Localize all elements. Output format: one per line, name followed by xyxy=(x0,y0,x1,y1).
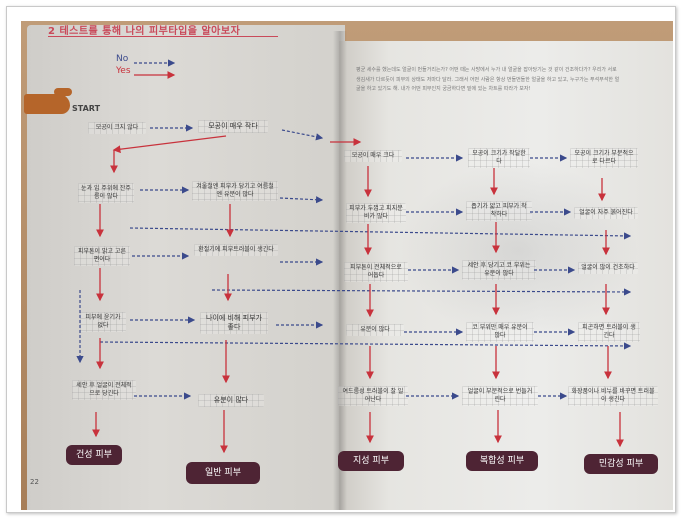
result-sensitive-skin: 민감성 피부 xyxy=(584,454,658,474)
flow-box-r5: 좁기가 얇고 피부가 착착하다 xyxy=(466,201,532,221)
result-normal-skin: 일반 피부 xyxy=(186,462,260,484)
title-underline xyxy=(48,36,278,37)
flow-box-r13: 여드름성 트러블이 잘 일어난다 xyxy=(338,386,408,406)
left-page xyxy=(27,25,345,510)
result-dry-skin: 건성 피부 xyxy=(66,445,122,465)
flow-box-r9: 얼굴이 많이 건조하다 xyxy=(578,262,638,274)
legend-yes: Yes xyxy=(116,66,131,76)
page-title: 2 테스트를 통해 나의 피부타입을 알아보자 xyxy=(48,26,241,37)
result-combination-skin: 복합성 피부 xyxy=(466,451,538,471)
flow-box-r10: 유분이 많다 xyxy=(346,324,404,336)
book-spine xyxy=(333,31,347,510)
flow-box-l9: 세안 후 얼굴이 전체적으로 당긴다 xyxy=(72,380,136,400)
flow-box-l6: 환절기에 피부트러블이 생긴다 xyxy=(194,244,278,256)
flow-box-l2: 모공이 매우 작다 xyxy=(198,120,268,133)
intro-paragraph: 평균 세수를 했는데도 얼굴이 번들거리는가? 어떤 때는 사방에서 누가 내 … xyxy=(356,67,620,92)
book-photo xyxy=(21,21,673,510)
flow-box-l10: 유분이 많다 xyxy=(198,394,264,407)
flow-box-r6: 얼굴이 자주 붉어진다 xyxy=(574,207,638,219)
flow-box-r12: 피곤하면 트러블이 생긴다 xyxy=(578,322,640,342)
flow-box-l8: 나이에 비해 피부가 좋다 xyxy=(200,312,268,334)
right-page xyxy=(339,41,673,510)
flow-box-l1: 모공이 크지 않다 xyxy=(88,122,146,134)
start-label: START xyxy=(72,104,101,113)
flow-box-r7: 피부톤이 전체적으로 어둡다 xyxy=(344,262,408,282)
flow-box-r3: 모공이 크기가 부분적으로 다르다 xyxy=(570,148,638,168)
photo-frame xyxy=(6,6,676,513)
flow-box-r2: 모공이 크기가 작달한다 xyxy=(468,148,530,168)
flow-box-r4: 피부가 두껍고 피지분비가 많다 xyxy=(346,203,406,223)
flow-box-l7: 피부에 윤기가 없다 xyxy=(80,312,126,332)
pointing-hand-icon xyxy=(24,88,72,114)
flow-box-r8: 세안 후 당기고 코 부위는 유분이 많다 xyxy=(462,260,536,280)
result-oily-skin: 지성 피부 xyxy=(338,451,404,471)
flow-box-r1: 모공이 매우 크다 xyxy=(344,150,402,162)
flow-box-r14: 얼굴이 부분적으로 번들거린다 xyxy=(462,386,538,406)
flow-box-l5: 피부톤이 밝고 고른편이다 xyxy=(74,246,130,266)
flow-box-l3: 눈과 입 주위에 잔주름이 많다 xyxy=(78,183,134,203)
flow-box-r11: 코 부위만 매우 유분이 많다 xyxy=(466,322,534,342)
page-number: 22 xyxy=(30,478,39,486)
legend-no: No xyxy=(116,54,129,64)
flow-box-l4: 겨울철엔 피부가 당기고 여름철엔 유분이 많다 xyxy=(192,181,278,201)
flow-box-r15: 화장품이나 비누를 바꾸면 트러블이 생긴다 xyxy=(568,386,658,406)
